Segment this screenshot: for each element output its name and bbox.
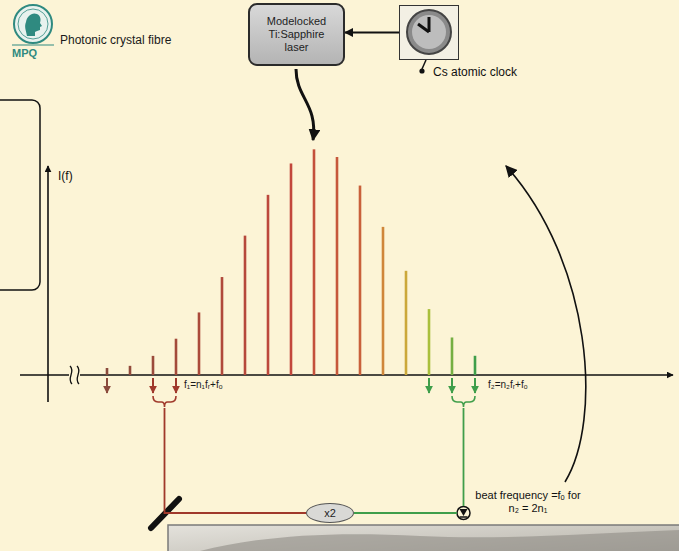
fibre-label: Photonic crystal fibre (60, 33, 171, 47)
comb-line (106, 368, 109, 375)
logo-text: MPQ (12, 47, 37, 60)
light-beam (463, 408, 465, 506)
mode-arrow (474, 378, 476, 393)
node-text: Modelocked Ti:Sapphire laser (260, 15, 334, 55)
light-beam (165, 408, 307, 513)
bracket (452, 396, 475, 407)
node-text: Cs atomic clock (433, 65, 517, 79)
comb-line (359, 186, 362, 375)
comb-line (382, 227, 385, 375)
mode-arrow (451, 378, 453, 393)
clock-box: Cs atomic clock (399, 5, 459, 60)
comb-line (221, 277, 224, 375)
connector-arrow (345, 32, 399, 34)
comb-line (405, 271, 408, 375)
laser-box: Modelocked Ti:Sapphire laser (248, 3, 345, 66)
side-panel (0, 100, 40, 290)
doubler-ellipse: x2 (306, 503, 354, 523)
inset-photo (168, 525, 679, 551)
comb-line (175, 339, 178, 375)
comb-line (129, 366, 132, 375)
spectrum-axes (20, 166, 673, 402)
mpq-logo (12, 5, 54, 45)
comb-line (267, 195, 270, 375)
beat-note: beat frequency =fₒ for n₂ = 2n₁ (472, 489, 584, 515)
feedback-arrow (506, 166, 586, 482)
mode-arrow (152, 378, 154, 393)
comb-line (336, 157, 339, 375)
comb-line (451, 337, 454, 375)
axis-label: I(f) (58, 169, 73, 183)
comb-line (474, 356, 477, 375)
mode-formula: f₂=n₂fᵣ+fₒ (488, 379, 528, 391)
comb-line (198, 312, 201, 375)
comb-line (313, 149, 316, 375)
node-text: x2 (324, 507, 336, 519)
fibre-arrow (296, 69, 314, 140)
bracket (153, 396, 176, 407)
mode-arrow (106, 378, 108, 393)
comb-line (244, 236, 247, 375)
mode-arrow (428, 378, 430, 393)
photodiode-symbol (457, 507, 470, 520)
mode-arrow (175, 378, 177, 393)
comb-line (152, 356, 155, 375)
comb-line (290, 163, 293, 375)
light-beam (354, 512, 457, 514)
clock-icon (399, 5, 459, 74)
frequency-comb (107, 149, 475, 513)
mode-formula: f₁=n₁fᵣ+fₒ (184, 379, 223, 391)
comb-line (428, 309, 431, 375)
